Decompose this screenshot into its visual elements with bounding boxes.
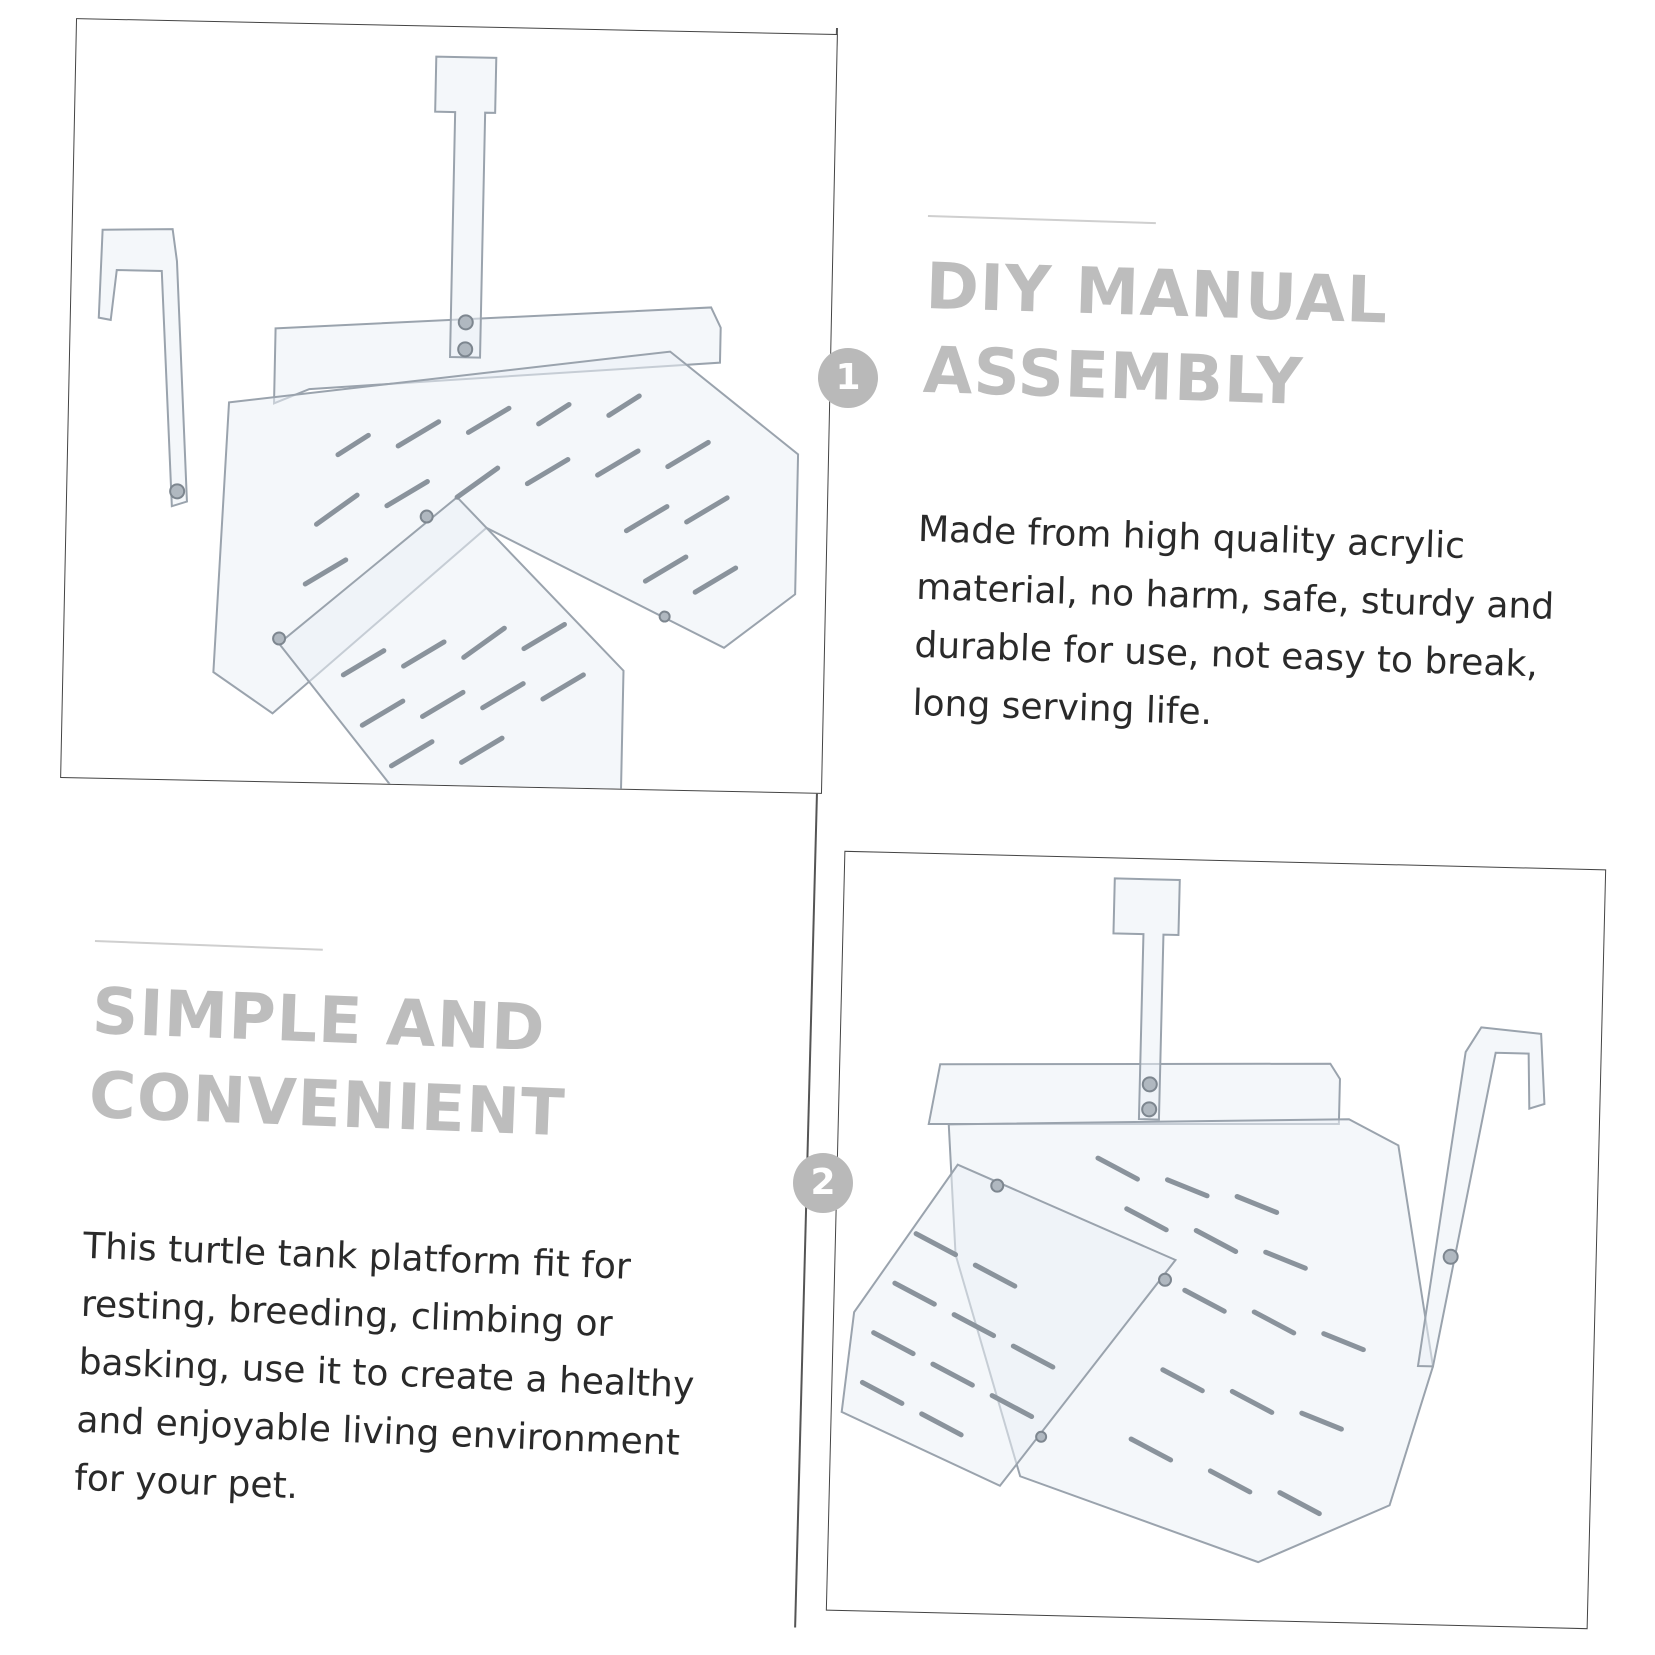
product-photo-top [60,18,838,794]
step-number-badge: 1 [818,348,878,408]
step-number-badge: 2 [793,1153,853,1213]
product-photo-bottom [825,850,1607,1630]
acrylic-platform-illustration-1 [97,55,800,792]
heading-rule [927,215,1156,225]
feature-block-assembly: DIY MANUAL ASSEMBLY Made from high quali… [912,215,1608,754]
feature-heading: DIY MANUAL ASSEMBLY [921,249,1390,420]
feature-description: This turtle tank platform fit for restin… [73,1225,695,1508]
feature-description: Made from high quality acrylic material,… [912,508,1555,734]
feature-block-convenience: SIMPLE AND CONVENIENT This turtle tank p… [73,940,774,1534]
acrylic-platform-illustration-2 [840,877,1546,1564]
feature-heading: SIMPLE AND CONVENIENT [87,974,567,1152]
heading-rule [94,940,323,951]
